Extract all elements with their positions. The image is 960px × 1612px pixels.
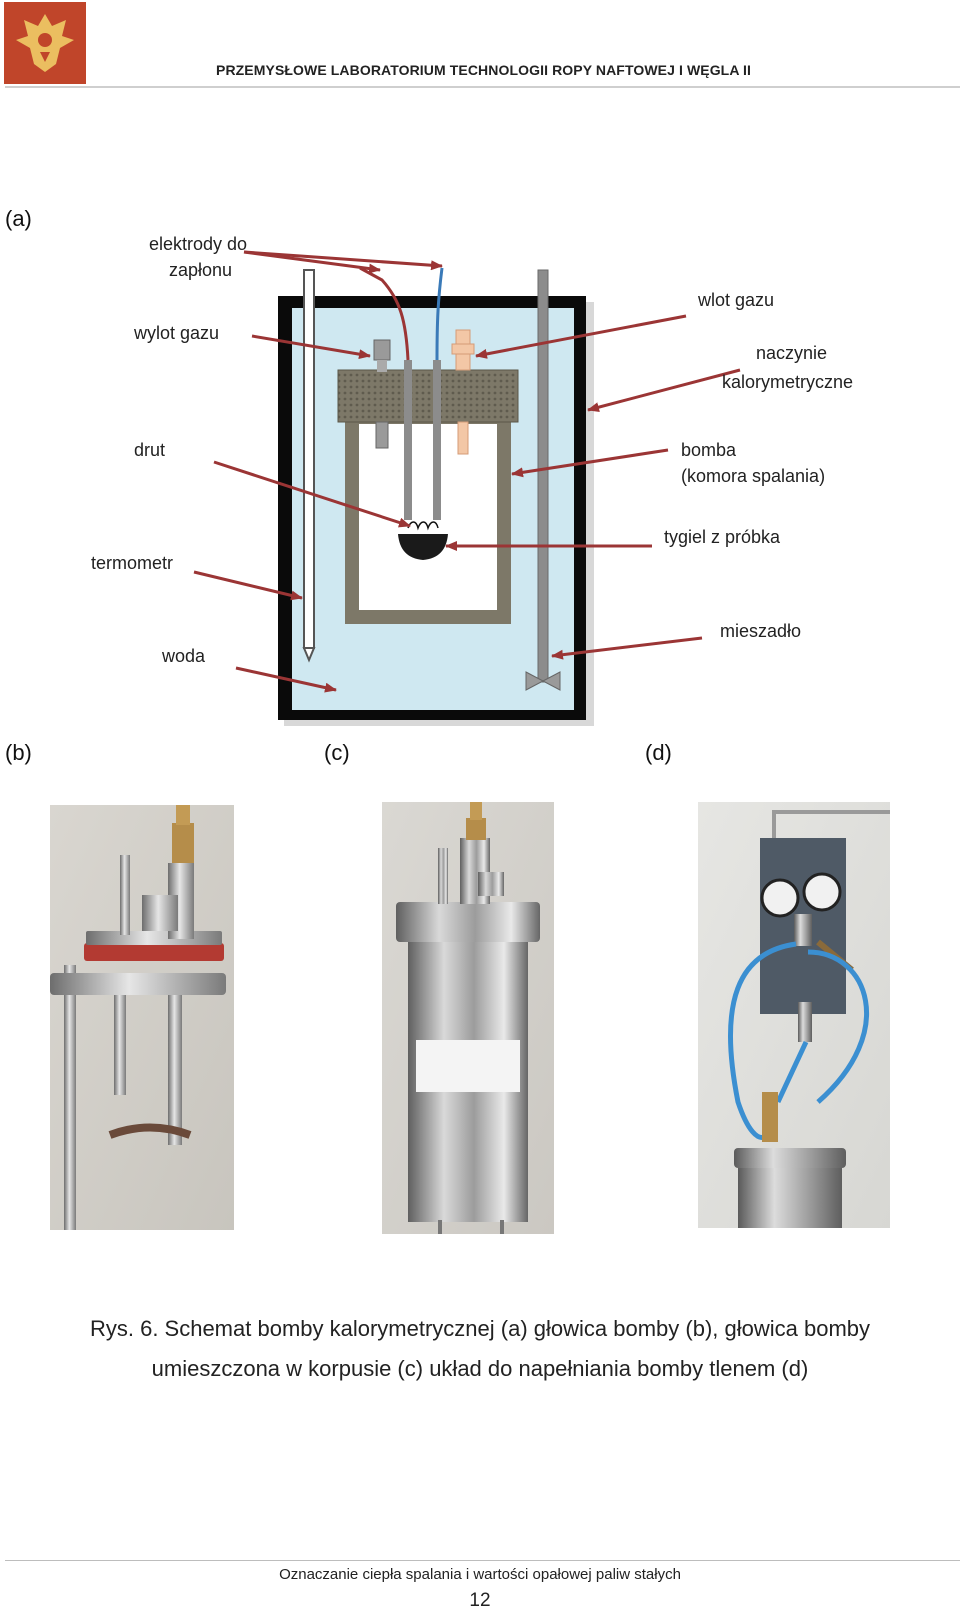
eagle-logo-icon <box>4 2 86 84</box>
bomb-head <box>337 369 519 423</box>
label-arrows <box>193 250 741 693</box>
footer-text: Oznaczanie ciepła spalania i wartości op… <box>279 1566 681 1583</box>
header-title: PRZEMYSŁOWE LABORATORIUM TECHNOLOGII ROP… <box>216 62 751 78</box>
crucible <box>398 534 448 560</box>
arrow-stirrer <box>551 636 703 660</box>
label-electrodes-line2: zapłonu <box>169 260 233 280</box>
gas-outlet-valve <box>373 339 391 361</box>
arrow-gas-outlet <box>251 334 371 360</box>
panel-label-b: (b) <box>5 740 32 765</box>
stirrer-blade <box>525 671 561 691</box>
panel-label-a: (a) <box>5 206 32 231</box>
stirrer-shaft <box>537 269 549 683</box>
arrow-vessel <box>587 368 741 413</box>
arrow-bomb <box>511 448 669 478</box>
label-gas-outlet: wylot gazu <box>134 323 220 343</box>
label-water: woda <box>162 646 206 666</box>
photo-bomb-head <box>50 805 234 1230</box>
panel-label-d: (d) <box>645 740 672 765</box>
electrode-wire-red <box>359 266 410 361</box>
page-number: 12 <box>469 1590 491 1611</box>
electrode-left <box>404 360 412 520</box>
thermometer <box>303 269 315 649</box>
ignition-wire-coil <box>407 521 439 531</box>
label-electrodes-line1: elektrody do <box>149 234 248 254</box>
arrow-water <box>235 666 337 693</box>
arrow-gas-inlet <box>475 314 687 359</box>
university-logo <box>4 2 86 84</box>
label-wire: drut <box>134 440 166 460</box>
label-bomb-line1: bomba <box>681 440 737 460</box>
panel-label-c: (c) <box>324 740 350 765</box>
photo-bomb-assembled <box>382 802 554 1234</box>
electrode-right <box>433 360 441 520</box>
calorimeter-diagram <box>193 250 741 726</box>
label-thermometer: termometr <box>91 553 174 573</box>
arrow-wire <box>213 460 411 528</box>
arrow-electrodes-2 <box>243 250 443 271</box>
label-stirrer: mieszadło <box>720 621 802 641</box>
label-crucible: tygiel z próbka <box>664 527 781 547</box>
label-bomb-line2: (komora spalania) <box>681 466 826 486</box>
figure-caption-line2: umieszczona w korpusie (c) układ do nape… <box>151 1356 809 1381</box>
figure-caption-line1: Rys. 6. Schemat bomby kalorymetrycznej (… <box>89 1316 871 1341</box>
label-vessel-line1: naczynie <box>756 343 828 363</box>
arrow-thermometer <box>193 570 303 601</box>
photo-oxygen-filling <box>698 802 890 1228</box>
header-divider <box>5 86 960 88</box>
footer-divider <box>5 1560 960 1561</box>
label-gas-inlet: wlot gazu <box>698 290 775 310</box>
electrode-wire-blue <box>435 267 444 361</box>
label-vessel-line2: kalorymetryczne <box>722 372 854 392</box>
